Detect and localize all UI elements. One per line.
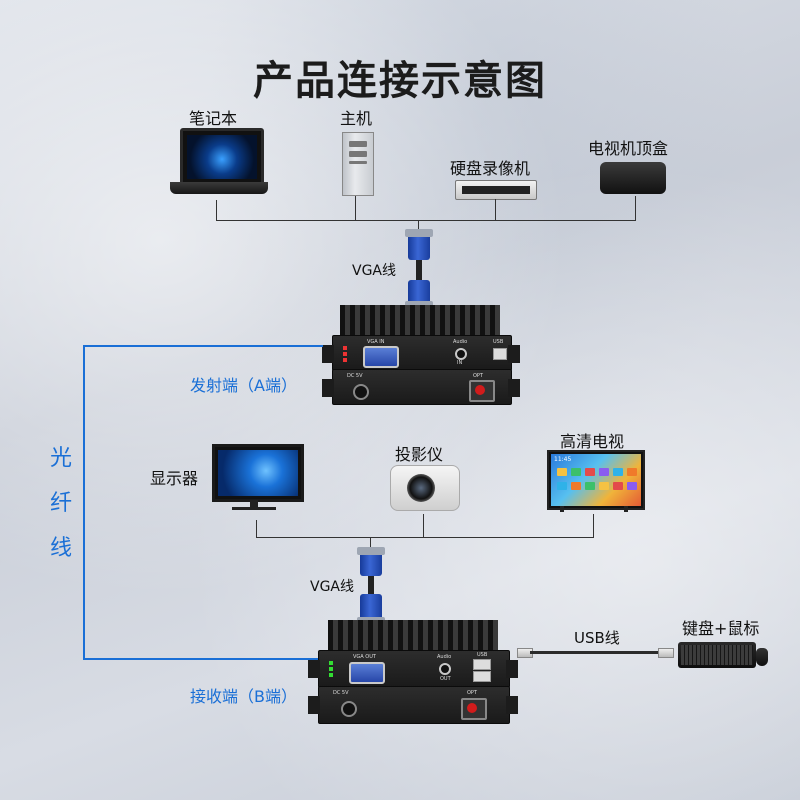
audio-out-port [439, 663, 451, 675]
dc-port-label: DC 5V [333, 690, 349, 696]
vga-in-port-label: VGA IN [367, 339, 385, 345]
audio-out-label: OUT [440, 676, 451, 682]
vga-out-port-label: VGA OUT [353, 654, 376, 660]
bus-drop [635, 196, 636, 221]
projector-icon [390, 465, 460, 511]
opt-port-label: OPT [467, 690, 478, 696]
fiber-char: 纤 [50, 491, 73, 516]
audio-in-port [455, 348, 467, 360]
vga-cable-label: VGA线 [352, 263, 397, 279]
audio-port-label: Audio [453, 339, 468, 345]
vga-cable-label: VGA线 [310, 579, 355, 595]
bus-drop [495, 199, 496, 221]
dc-power-port [353, 384, 369, 400]
dvr-icon [455, 180, 537, 200]
bus-drop [418, 221, 419, 233]
monitor-stand [250, 500, 258, 508]
monitor-icon [212, 444, 304, 502]
optical-port [469, 380, 495, 402]
vga-plug-icon [405, 280, 433, 309]
vga-plug-icon [357, 547, 385, 576]
vga-in-port [363, 346, 399, 368]
display-bus-line [256, 537, 594, 538]
stb-label: 电视机顶盒 [588, 139, 669, 158]
dc-port-label: DC 5V [347, 373, 363, 379]
laptop-icon [170, 128, 275, 198]
dvr-label: 硬盘录像机 [450, 159, 531, 178]
hdtv-icon: 11:45 [547, 450, 645, 510]
fiber-char: 光 [50, 446, 73, 471]
tv-leg [560, 506, 564, 512]
desktop-tower-icon [342, 132, 374, 196]
vga-plug-icon [405, 229, 433, 260]
vga-cable [368, 576, 374, 596]
opt-port-label: OPT [473, 373, 484, 379]
bus-drop [216, 200, 217, 221]
dc-power-port [341, 701, 357, 717]
bus-drop [256, 520, 257, 538]
usb-port [473, 671, 491, 682]
page-title: 产品连接示意图 [253, 58, 547, 104]
usb-cable [530, 651, 660, 654]
usb-cable-label: USB线 [574, 629, 620, 647]
audio-in-label: IN [457, 360, 463, 366]
bus-drop [355, 196, 356, 221]
fiber-line-top [83, 345, 323, 347]
tv-time: 11:45 [554, 456, 572, 463]
bus-drop [423, 514, 424, 538]
host-label: 主机 [340, 109, 373, 128]
usb-plug-icon [658, 648, 674, 658]
transmitter-label: 发射端（A端） [190, 376, 297, 395]
mouse-icon [756, 648, 768, 666]
keyboard-icon [678, 642, 756, 668]
fiber-line-bottom [83, 658, 323, 660]
transmitter-device: VGA IN Audio IN USB DC 5V OPT [322, 305, 520, 405]
usb-port [493, 348, 507, 360]
monitor-label: 显示器 [150, 469, 199, 488]
monitor-base [232, 507, 276, 510]
vga-plug-icon [357, 594, 385, 625]
laptop-label: 笔记本 [189, 109, 238, 128]
usb-port [473, 659, 491, 670]
audio-port-label: Audio [437, 654, 452, 660]
bus-drop [370, 538, 371, 550]
tv-leg [624, 506, 628, 512]
optical-port [461, 698, 487, 720]
kbm-label: 键盘+鼠标 [682, 619, 760, 638]
source-bus-line [216, 220, 636, 221]
fiber-line-vertical [83, 345, 85, 660]
hdtv-label: 高清电视 [560, 432, 625, 451]
receiver-label: 接收端（B端） [190, 687, 297, 706]
fiber-char: 线 [50, 536, 73, 561]
vga-out-port [349, 662, 385, 684]
fiber-label: 光 纤 线 [50, 440, 74, 575]
usb-port-label: USB [477, 652, 488, 658]
vga-cable [416, 260, 422, 282]
projector-label: 投影仪 [395, 445, 444, 464]
bus-drop [593, 514, 594, 538]
usb-port-label: USB [493, 339, 504, 345]
set-top-box-icon [600, 162, 666, 194]
receiver-device: VGA OUT Audio OUT USB DC 5V OPT [308, 620, 520, 724]
